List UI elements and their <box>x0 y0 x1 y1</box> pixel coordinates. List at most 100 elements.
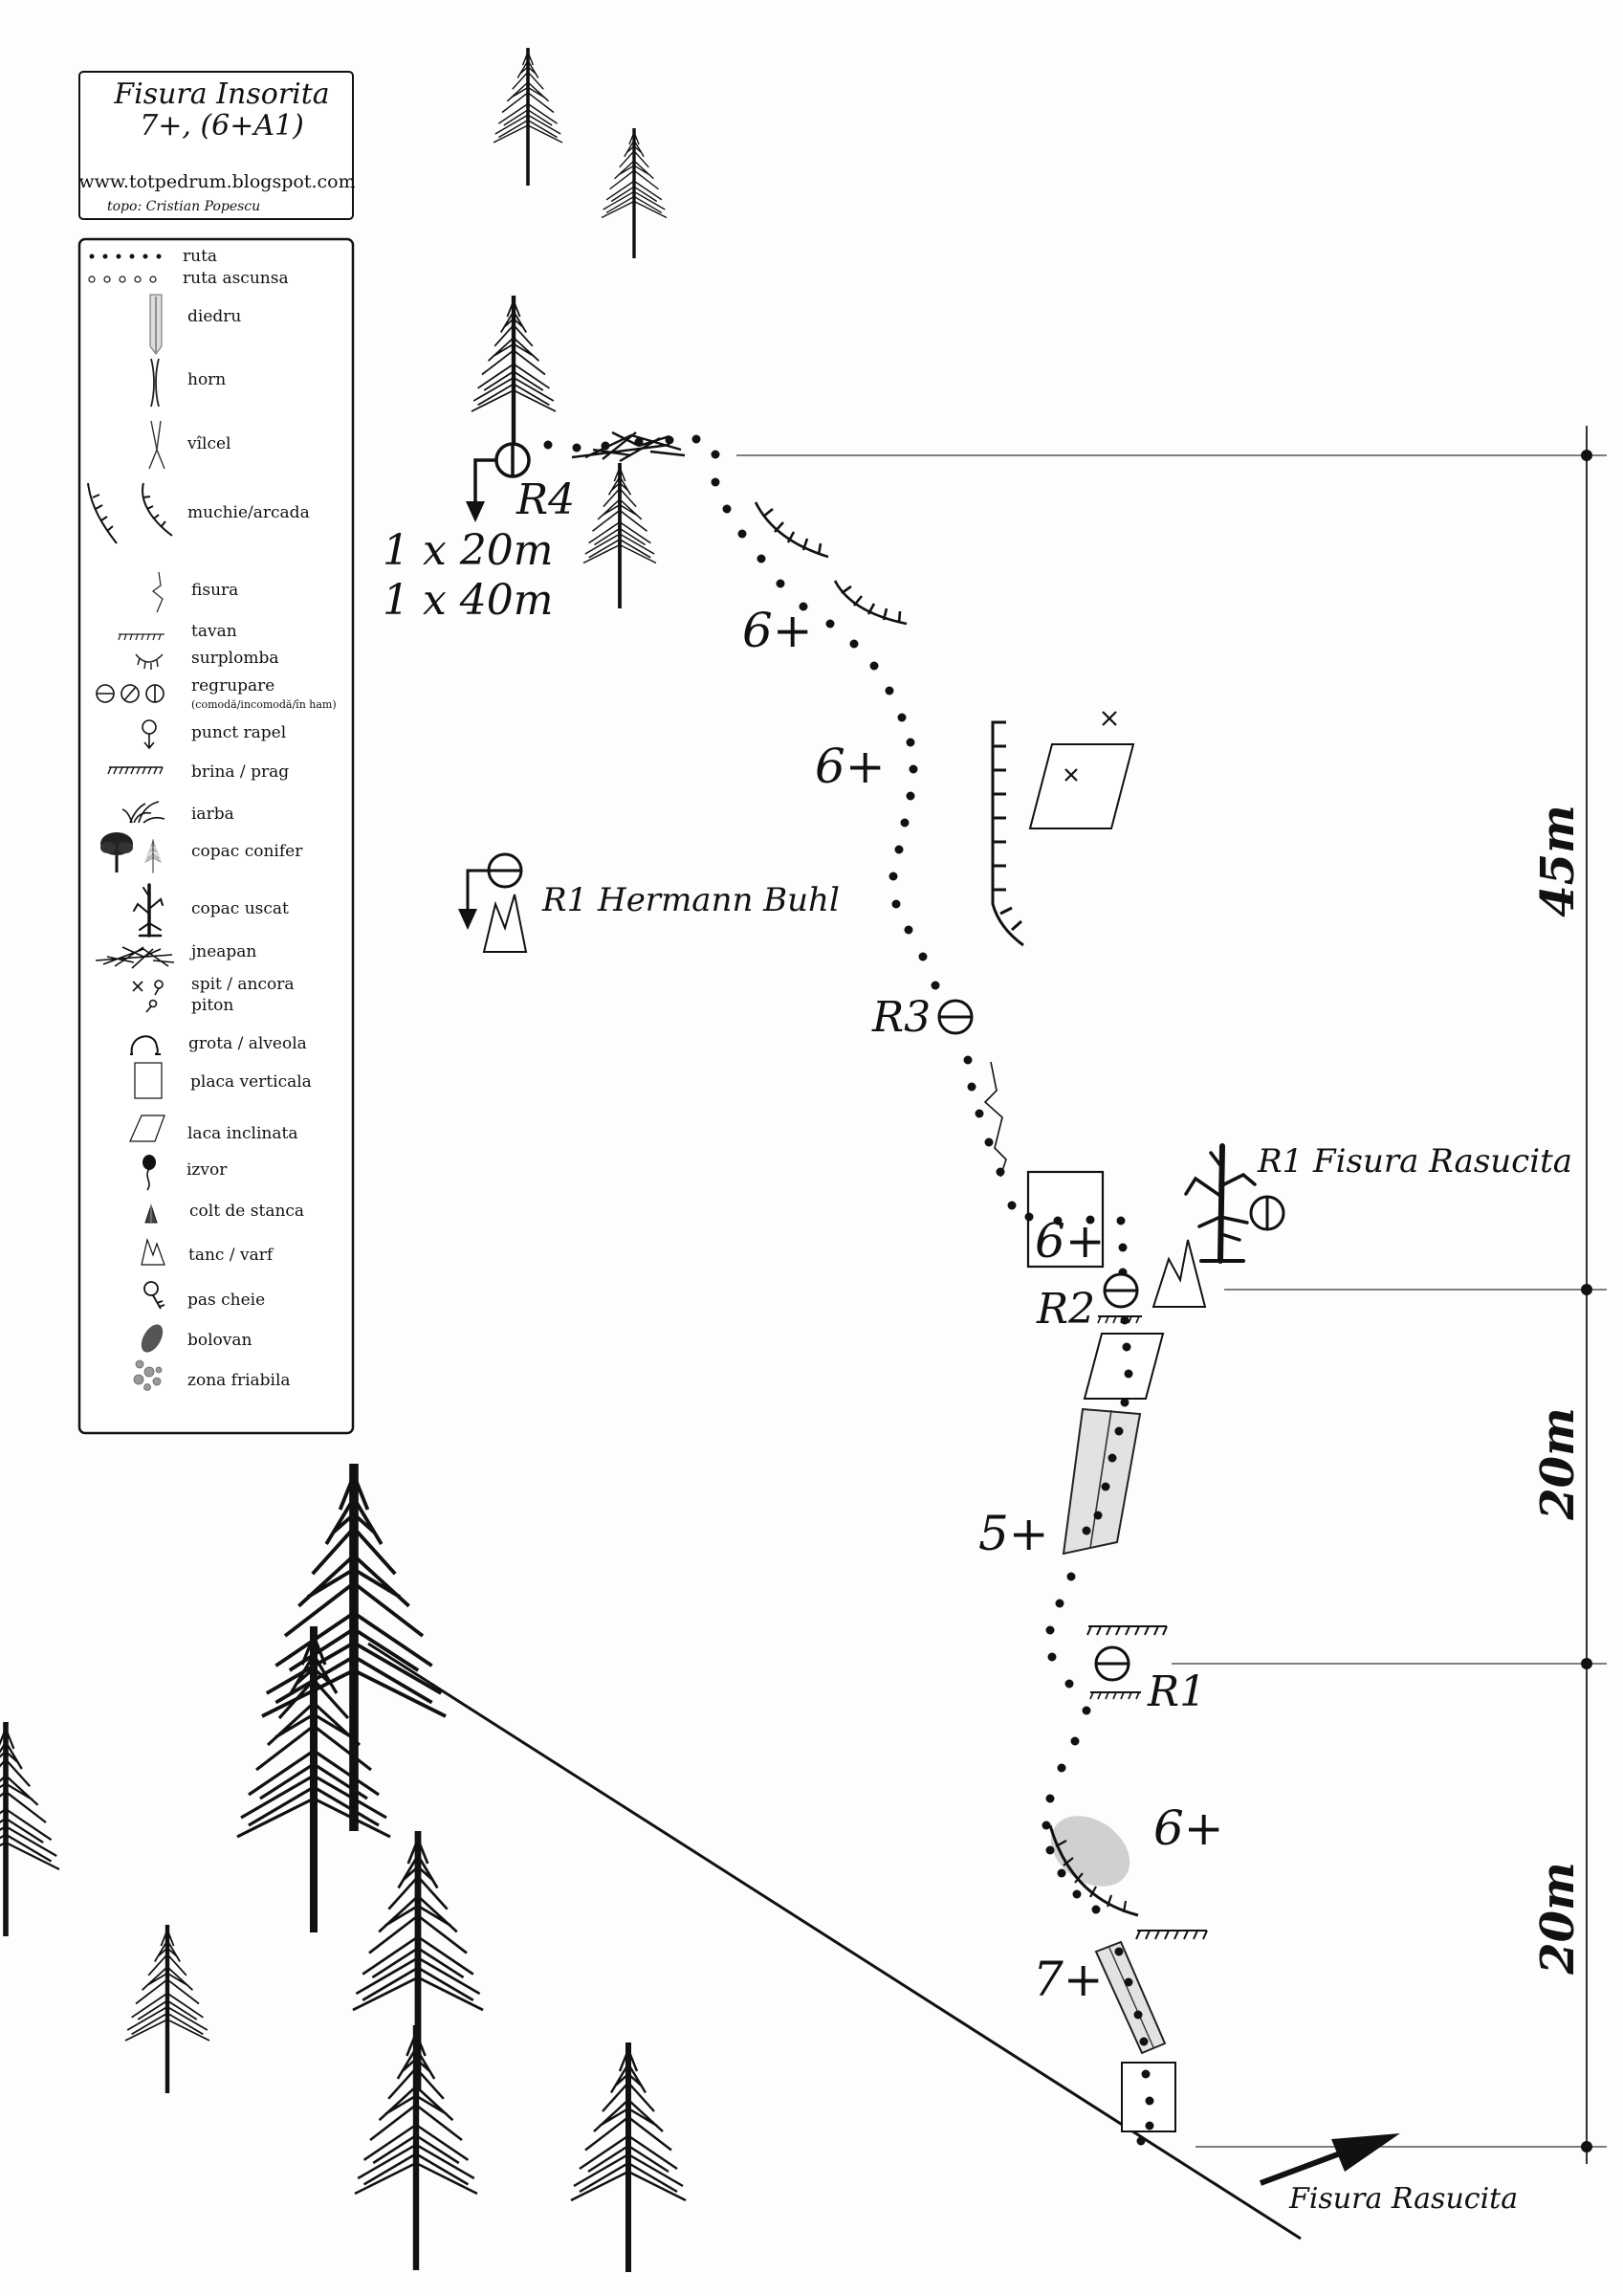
hermann-buhl-label: R1 Hermann Buhl <box>541 881 840 919</box>
relay-hermann-buhl[interactable]: R1 Hermann Buhl <box>458 852 840 953</box>
legend-label-tavan: tavan <box>191 622 237 641</box>
inclined-slab-feature <box>1028 711 1135 829</box>
legend-label-ruta: ruta <box>183 247 217 266</box>
legend-label-horn: horn <box>187 370 226 389</box>
dihedral-icon <box>149 294 163 355</box>
ledge-feature <box>1086 1625 1168 1636</box>
roof-icon <box>118 633 164 641</box>
relay-r1-label: R1 <box>1147 1667 1206 1716</box>
legend-label-grota: grota / alveola <box>188 1034 307 1053</box>
roof-feature <box>754 501 908 626</box>
dimension-upper: 45m <box>1531 805 1585 917</box>
overhang-feature <box>1048 1816 1139 1917</box>
crack-icon <box>152 571 164 613</box>
relay-r4[interactable]: R4 <box>466 442 575 524</box>
legend-label-rapel: punct rapel <box>191 723 286 742</box>
ledge-icon <box>107 766 164 775</box>
arete-feature <box>991 720 1024 947</box>
tree-icon <box>100 832 163 874</box>
route-grade: 7+, (6+A1) <box>140 109 304 143</box>
dead-tree-icon <box>1184 1143 1257 1264</box>
dihedral-feature <box>1062 1407 1142 1556</box>
spring-icon <box>143 1155 156 1191</box>
legend-label-fisura: fisura <box>191 581 238 600</box>
grade-p2: 5+ <box>978 1506 1049 1561</box>
dimension-lower: 20m <box>1531 1862 1585 1976</box>
relay-r3[interactable]: R3 <box>871 993 974 1042</box>
legend-label-regrupare: regrupare <box>191 676 274 695</box>
grass-icon <box>121 801 165 824</box>
legend-label-friabila: zona friabila <box>187 1371 291 1390</box>
dwarf-pine-icon <box>95 946 175 969</box>
website-link[interactable]: www.totpedrum.blogspot.com <box>78 171 355 192</box>
legend-label-tanc: tanc / varf <box>188 1246 274 1265</box>
bolt-piton-icon <box>132 980 164 1013</box>
relay-r2[interactable]: R2 <box>1036 1272 1142 1334</box>
route-name: Fisura Insorita <box>113 77 329 111</box>
legend-label-piton: piton <box>191 996 233 1015</box>
grade-p1-start: 7+ <box>1033 1952 1104 2007</box>
rappel-info: 1 x 20m 1 x 40m <box>383 526 554 625</box>
legend-label-iarba: iarba <box>191 805 234 824</box>
dwarf-pine-icon <box>571 430 686 463</box>
route-line <box>543 434 1154 2146</box>
legend-label-bolovan: bolovan <box>187 1331 252 1350</box>
dimension-scale: 45m 20m 20m <box>1531 426 1592 2164</box>
rappel-line1: 1 x 20m <box>383 526 554 575</box>
legend-label-ruta-ascunsa: ruta ascunsa <box>183 269 289 288</box>
grade-p3: 6+ <box>1035 1213 1106 1269</box>
dimension-middle: 20m <box>1531 1407 1585 1521</box>
relay-r1[interactable]: R1 <box>1089 1645 1206 1716</box>
legend-label-izvor: izvor <box>186 1160 228 1180</box>
rappel-line2: 1 x 40m <box>383 576 554 625</box>
ledge-feature <box>1135 1930 1208 1940</box>
pinnacle-feature <box>1151 1239 1207 1308</box>
legend-label-colt: colt de stanca <box>189 1202 304 1221</box>
legend-label-vilcel: vîlcel <box>186 434 231 453</box>
grade-p5: 6+ <box>742 603 813 658</box>
fisura-rasucita-r1-label: R1 Fisura Rasucita <box>1257 1142 1572 1181</box>
relay-r4-label: R4 <box>515 475 575 524</box>
crux-key-icon <box>143 1281 165 1310</box>
relay-r2-label: R2 <box>1036 1285 1095 1334</box>
title-box: Fisura Insorita 7+, (6+A1) www.totpedrum… <box>78 71 356 220</box>
legend-label-cheie: pas cheie <box>187 1291 265 1310</box>
crack-feature <box>983 1061 1007 1178</box>
grade-p4: 6+ <box>815 739 886 794</box>
topo-credit: topo: Cristian Popescu <box>107 199 260 214</box>
legend-label-uscat: copac uscat <box>191 899 289 918</box>
legend-label-diedru: diedru <box>187 307 241 326</box>
legend-sublabel-regrupare: (comodă/incomodă/în ham) <box>191 698 337 711</box>
relay-fisura-rasucita[interactable]: R1 Fisura Rasucita <box>1249 1142 1572 1231</box>
legend-label-copac: copac conifer <box>191 842 303 861</box>
rock-spike-icon <box>144 1203 158 1224</box>
start-label: Fisura Rasucita <box>1288 2182 1518 2216</box>
legend-label-placa-i: laca inclinata <box>187 1124 297 1143</box>
cave-icon <box>130 1035 161 1055</box>
vertical-slab-icon <box>134 1062 163 1099</box>
legend: ruta ruta ascunsa diedru horn vîlcel <box>77 237 355 1435</box>
start-arrow[interactable]: Fisura Rasucita <box>1259 2133 1518 2216</box>
grade-p1-overhang: 6+ <box>1153 1800 1224 1856</box>
gully-icon <box>148 420 165 470</box>
dead-tree-icon <box>133 883 164 938</box>
boulder-icon <box>141 1324 164 1353</box>
legend-label-brina: brina / prag <box>191 762 289 782</box>
dotted-line-icon <box>89 254 162 259</box>
rappel-point-icon <box>142 719 157 750</box>
legend-label-surplomba: surplomba <box>191 649 279 668</box>
loose-rock-icon <box>133 1359 163 1391</box>
grade-labels: 6+ 6+ 6+ 5+ 6+ 7+ <box>742 603 1224 2007</box>
overhang-icon <box>135 653 164 670</box>
legend-label-jneapan: jneapan <box>189 942 256 961</box>
arete-icon <box>87 482 173 544</box>
legend-label-muchie: muchie/arcada <box>187 503 310 522</box>
slab-icon <box>129 1115 165 1142</box>
legend-label-spit: spit / ancora <box>191 975 295 994</box>
belay-icon <box>96 684 164 703</box>
inclined-slab-feature <box>1083 1333 1165 1400</box>
height-guide-lines <box>736 454 1607 2148</box>
legend-label-placa-v: placa verticala <box>190 1072 312 1092</box>
relay-r3-label: R3 <box>871 993 931 1042</box>
